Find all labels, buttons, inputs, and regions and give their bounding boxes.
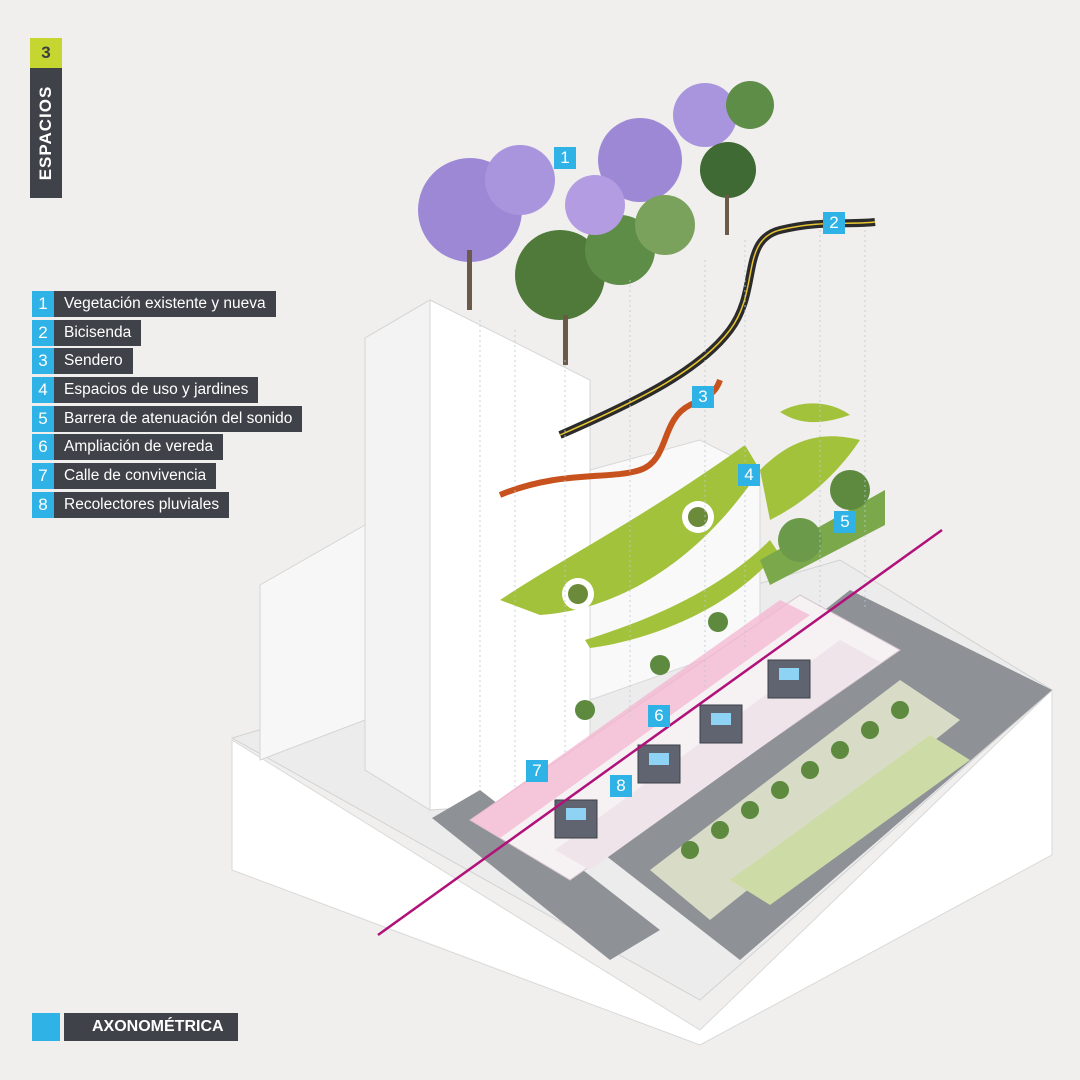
marker-noise-barrier: 5	[834, 511, 856, 533]
legend-label: Sendero	[54, 348, 133, 375]
marker-shared-street: 7	[526, 760, 548, 782]
legend-label: Vegetación existente y nueva	[54, 291, 276, 317]
legend-number: 8	[32, 491, 54, 518]
legend-number: 3	[32, 348, 54, 375]
tree-canopy	[418, 81, 774, 365]
marker-rain-collectors: 8	[610, 775, 632, 797]
building-massing	[259, 299, 761, 811]
legend-number: 1	[32, 291, 54, 317]
legend-label: Bicisenda	[54, 319, 142, 346]
bike-path-centerline	[559, 221, 876, 436]
section-cut-line	[377, 528, 943, 937]
legend-number: 6	[32, 434, 54, 461]
legend-label: Calle de convivencia	[54, 463, 217, 490]
view-label-text: AXONOMÉTRICA	[64, 1013, 238, 1041]
legend-number: 7	[32, 463, 54, 490]
legend-label: Barrera de atenuación del sonido	[54, 405, 303, 432]
section-title-box: ESPACIOS	[30, 68, 62, 198]
view-label: AXONOMÉTRICA	[32, 1013, 238, 1041]
legend-label: Ampliación de vereda	[54, 434, 224, 461]
legend-number: 2	[32, 319, 54, 346]
view-label-swatch	[32, 1013, 60, 1041]
projection-lines	[479, 230, 866, 790]
section-tab: 3 ESPACIOS	[30, 38, 62, 198]
legend-number: 5	[32, 405, 54, 432]
legend-label: Espacios de uso y jardines	[54, 377, 259, 404]
rain-collectors	[554, 659, 811, 839]
marker-vegetation: 1	[554, 147, 576, 169]
marker-bike-path: 2	[823, 212, 845, 234]
section-number: 3	[30, 38, 62, 68]
marker-sidewalk: 6	[648, 705, 670, 727]
street-trees	[575, 612, 909, 859]
legend-label: Recolectores pluviales	[54, 491, 230, 518]
marker-trail: 3	[692, 386, 714, 408]
legend-number: 4	[32, 377, 54, 404]
marker-gardens: 4	[738, 464, 760, 486]
